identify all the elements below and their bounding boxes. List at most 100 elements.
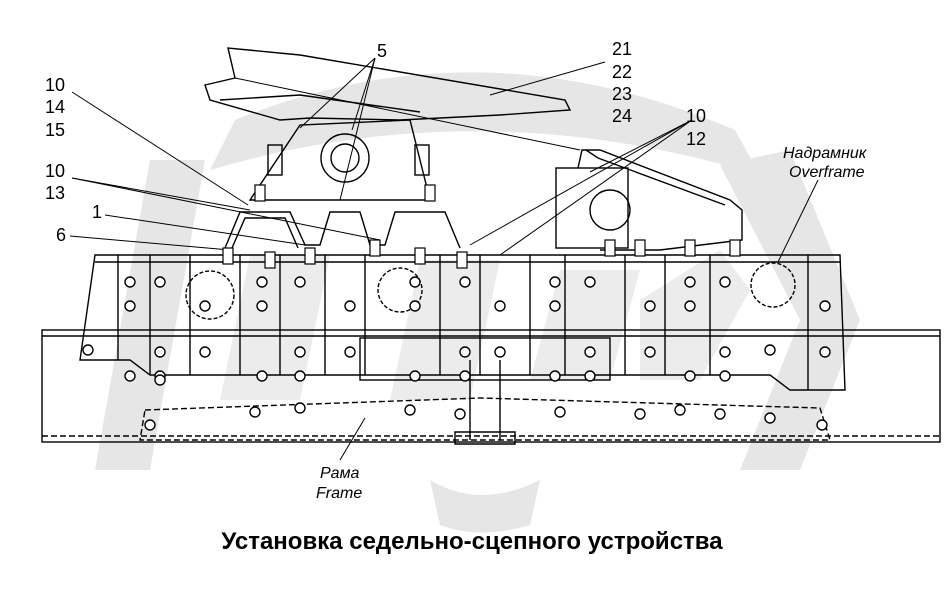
overframe-stiffeners [117,255,809,390]
mounting-bolt [264,251,276,269]
frame-connecting-plate [139,397,831,441]
bolt [199,300,211,312]
bolt [199,346,211,358]
frame-label-en: Frame [316,485,362,502]
bolt [684,370,696,382]
callout-12: 12 [686,129,706,149]
bolt [684,276,696,288]
bolt [719,370,731,382]
callout-10-left-top: 10 [45,75,65,95]
bolt [719,346,731,358]
callout-6: 6 [56,225,66,245]
bolt [154,276,166,288]
bolt [554,406,566,418]
mounting-bolt [604,239,616,257]
mounting-bolt [456,251,468,269]
mounting-bolt [729,239,741,257]
callout-labels: 5 21 22 23 24 10 14 15 10 12 10 13 1 6 Н… [45,39,868,502]
callout-22: 22 [612,62,632,82]
bolt [256,276,268,288]
callout-10-left-mid: 10 [45,161,65,181]
release-bracket [555,167,629,249]
callout-21: 21 [612,39,632,59]
callout-15: 15 [45,120,65,140]
mounting-plate [224,211,461,249]
bolt [409,276,421,288]
bolt [819,300,831,312]
bolt [82,344,94,356]
bolt [674,404,686,416]
bolt [404,404,416,416]
callout-14: 14 [45,97,65,117]
callout-13: 13 [45,183,65,203]
frame-label-ru: Рама [320,465,360,482]
frame-rail [41,329,941,443]
watermark-logo [95,72,860,533]
bolt [249,406,261,418]
bolt [294,346,306,358]
callout-5: 5 [377,41,387,61]
bolt [459,370,471,382]
overframe [79,254,846,391]
bolt [634,408,646,420]
bolt [294,370,306,382]
leader-lines [69,57,819,461]
mounting-bolt [369,239,381,257]
bolt [819,346,831,358]
bolt [154,374,166,386]
bolt [124,276,136,288]
bolt [454,408,466,420]
mounting-bolt [254,184,266,202]
mounting-bolt [424,184,436,202]
bolt [684,300,696,312]
bolt [719,276,731,288]
bolt [549,300,561,312]
overframe-label-ru: Надрамник [783,145,868,162]
bolt [124,300,136,312]
bolt [549,370,561,382]
overframe-label-en: Overframe [789,164,865,181]
mounting-bolt [684,239,696,257]
fifth-wheel-top-plate [204,47,572,121]
bolt [144,419,156,431]
bolt [124,370,136,382]
bolt [764,344,776,356]
callout-1: 1 [92,202,102,222]
control-rod [577,149,743,251]
bolt [409,300,421,312]
bolt [459,276,471,288]
pivot-boss [320,133,370,183]
bolt [294,402,306,414]
bolt [409,370,421,382]
bolt [549,276,561,288]
bolt [344,346,356,358]
callout-24: 24 [612,106,632,126]
lightening-holes [185,262,796,320]
bolt [644,346,656,358]
bolt [584,346,596,358]
bolt [714,408,726,420]
central-bracket [359,337,611,381]
bolt [494,346,506,358]
bolt [294,276,306,288]
mounting-bolts [222,184,741,269]
mounting-bolt [414,247,426,265]
bolt [644,300,656,312]
bolt [154,346,166,358]
bolt [256,370,268,382]
bolt [816,419,828,431]
drawing-lines [41,47,941,461]
mounting-bolt [634,239,646,257]
bolt [584,370,596,382]
bolt [256,300,268,312]
mounting-bolt [304,247,316,265]
callout-23: 23 [612,84,632,104]
bolt [584,276,596,288]
bolt [344,300,356,312]
bolt [494,300,506,312]
callout-10-right: 10 [686,106,706,126]
bolt [764,412,776,424]
mounting-bolt [222,247,234,265]
bolt-heads [82,276,831,431]
